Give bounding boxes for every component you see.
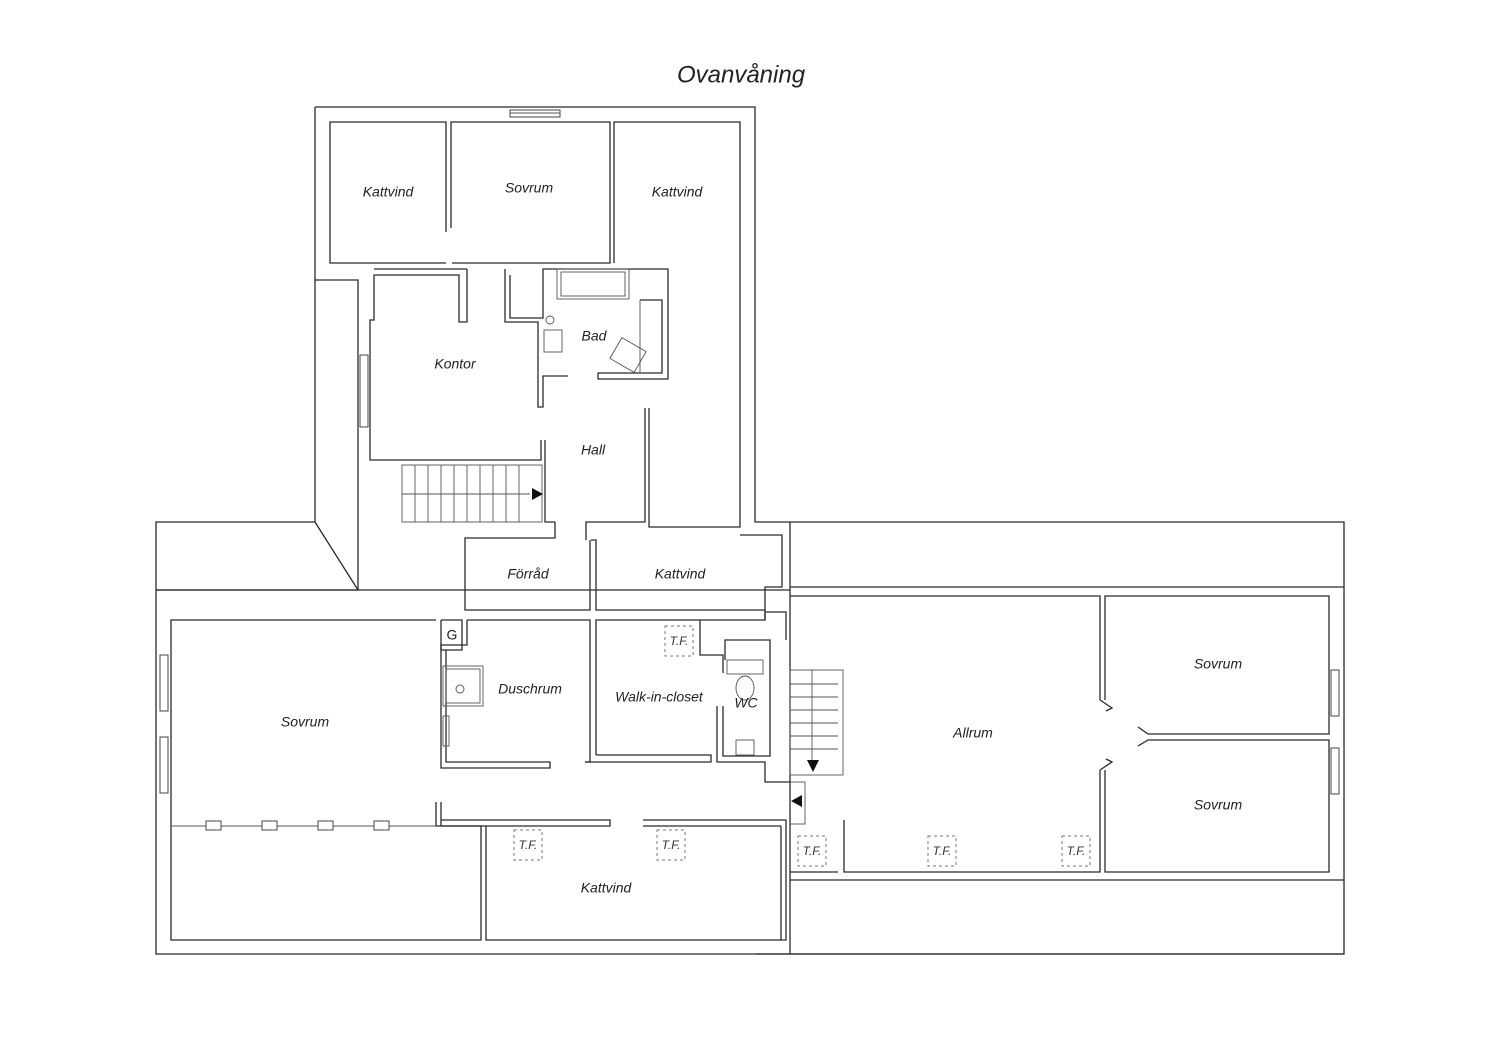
east-wing: [789, 522, 1344, 954]
window-sovrum-2: [159, 736, 169, 794]
hatch-label-allrum-right: T.F.: [1067, 844, 1086, 858]
hatch-label-allrum-mid: T.F.: [933, 844, 952, 858]
label-wc: WC: [734, 695, 758, 711]
label-allrum: Allrum: [952, 725, 993, 741]
label-duschrum: Duschrum: [498, 681, 562, 697]
hatches: [513, 625, 1091, 867]
hatch-label-allrum-left: T.F.: [803, 844, 822, 858]
label-sovrum-e2: Sovrum: [1194, 797, 1243, 813]
hatch-label-attic-left: T.F.: [519, 838, 538, 852]
label-kattvind-nw: Kattvind: [363, 184, 415, 200]
label-sovrum-e1: Sovrum: [1194, 656, 1243, 672]
window-sovrum-e2: [1330, 747, 1340, 795]
label-kattvind-mid: Kattvind: [655, 566, 707, 582]
upper-wing: [156, 121, 783, 611]
label-g: G: [447, 627, 458, 643]
label-kattvind-ne: Kattvind: [652, 184, 704, 200]
label-kontor: Kontor: [434, 356, 477, 372]
label-bad: Bad: [582, 328, 608, 344]
window-kontor: [359, 354, 369, 428]
window-sovrum-1: [159, 654, 169, 712]
hatch-label-closet: T.F.: [670, 634, 689, 648]
label-sovrum-n: Sovrum: [505, 180, 554, 196]
label-forrad: Förråd: [507, 566, 549, 582]
outer-walls: [155, 106, 1345, 955]
label-sovrum-sw: Sovrum: [281, 714, 330, 730]
plan-title: Ovanvåning: [677, 61, 806, 88]
label-hall: Hall: [581, 442, 606, 458]
hatch-label-attic-right: T.F.: [662, 838, 681, 852]
label-kattvind-s: Kattvind: [581, 880, 633, 896]
window-north: [509, 109, 561, 118]
window-sovrum-e1: [1330, 669, 1340, 717]
south-west-block: [156, 589, 806, 941]
label-walk-in-closet: Walk-in-closet: [615, 689, 704, 705]
